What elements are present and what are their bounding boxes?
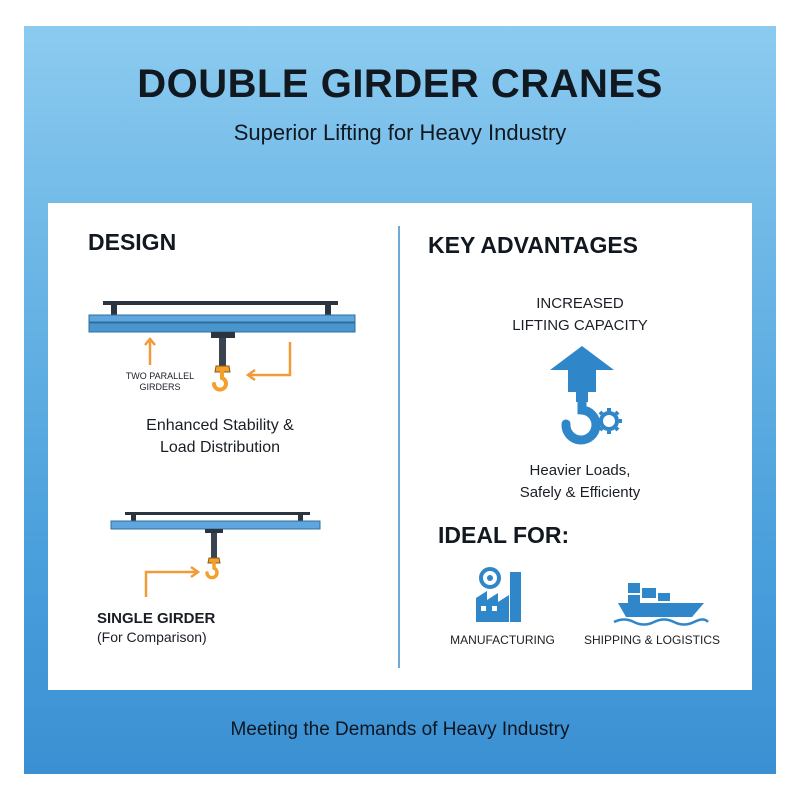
capacity-label: INCREASED LIFTING CAPACITY (512, 295, 648, 334)
hoist-cable (211, 533, 217, 558)
capacity-caption: Heavier Loads, Safely & Efficienty (519, 462, 641, 501)
rail-top (103, 301, 338, 305)
advantages-heading: KEY ADVANTAGES (428, 232, 639, 258)
rail-top (125, 512, 310, 515)
industry-manufacturing: MANUFACTURING (450, 633, 555, 647)
girder-1 (88, 314, 356, 323)
footer-tagline: Meeting the Demands of Heavy Industry (230, 719, 570, 740)
factory-icon (476, 567, 521, 622)
single-girder-note: (For Comparison) (97, 629, 207, 645)
design-heading: DESIGN (88, 229, 177, 255)
single-girder-label: SINGLE GIRDER (97, 610, 216, 627)
arrow-right-icon (144, 565, 201, 597)
trolley (211, 332, 235, 338)
gear-icon (596, 408, 622, 434)
double-girder-caption: Enhanced Stability & Load Distribution (146, 417, 294, 456)
double-girder-callout: TWO PARALLEL GIRDERS (125, 371, 195, 392)
page-subtitle: Superior Lifting for Heavy Industry (233, 120, 567, 145)
arrow-left-icon (245, 342, 292, 382)
hook-icon (561, 392, 601, 445)
support-right (298, 515, 303, 521)
trolley (205, 529, 223, 533)
cargo-ship-icon (613, 583, 709, 626)
hoist-cable (219, 338, 226, 366)
support-right (325, 305, 331, 315)
ideal-for-heading: IDEAL FOR: (438, 522, 570, 548)
column-divider (398, 226, 400, 668)
support-left (131, 515, 136, 521)
up-arrow-icon (550, 346, 614, 392)
hook-icon (205, 557, 221, 580)
industry-shipping: SHIPPING & LOGISTICS (583, 633, 721, 647)
hook-icon (212, 365, 231, 392)
support-left (111, 305, 117, 315)
arrow-up-icon (144, 337, 156, 365)
page-title: DOUBLE GIRDER CRANES (137, 62, 663, 106)
